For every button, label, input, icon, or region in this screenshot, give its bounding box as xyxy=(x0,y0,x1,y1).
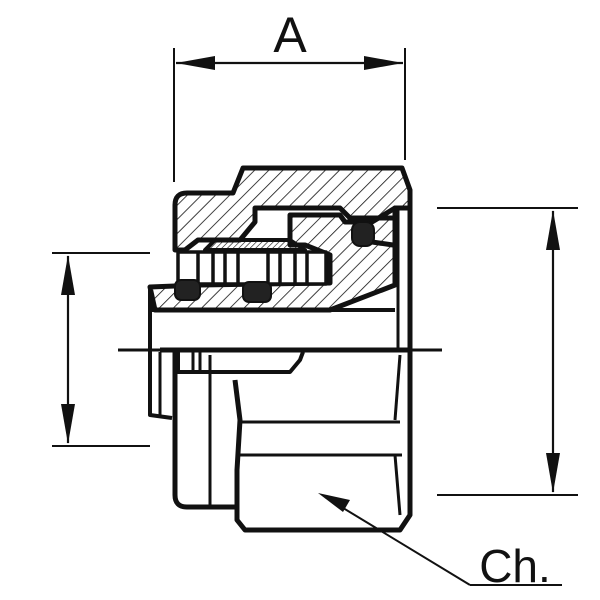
cutting-ring xyxy=(203,238,307,252)
o-ring xyxy=(242,281,272,303)
o-ring xyxy=(351,221,375,247)
wrench-size-label: Ch. xyxy=(479,540,551,592)
nut-section xyxy=(172,165,413,253)
dimension-tube-diameter xyxy=(52,252,150,447)
fitting-body xyxy=(147,165,413,533)
dimension-thread xyxy=(437,207,578,496)
wrench-size-leader xyxy=(318,493,562,586)
cutting-ring-teeth xyxy=(176,250,328,286)
o-ring xyxy=(174,279,201,301)
nut-lower xyxy=(172,352,235,510)
tube xyxy=(148,287,173,420)
hex-nut xyxy=(232,350,413,533)
dimension-a xyxy=(173,48,406,182)
dimension-a-label: A xyxy=(273,7,307,63)
